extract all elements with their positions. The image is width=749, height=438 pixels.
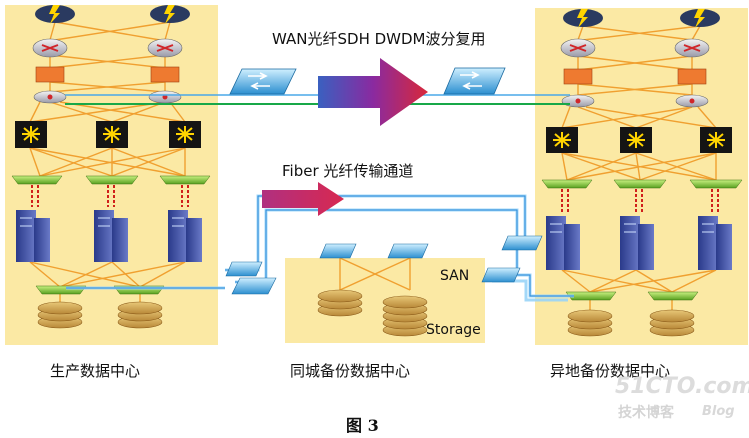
- cloud-icon: [563, 9, 603, 28]
- fiber-switch-icon: [225, 261, 263, 277]
- fiber-label: Fiber 光纤传输通道: [282, 162, 414, 180]
- cloud-icon: [35, 5, 75, 24]
- access-switch-icon: [613, 179, 667, 189]
- local-backup-site-caption: 同城备份数据中心: [290, 362, 411, 380]
- heartbeat-links: [561, 189, 719, 213]
- firewall-icon: [150, 66, 180, 83]
- cloud-icon: [150, 5, 190, 24]
- storage-disk-icon: [567, 309, 613, 337]
- storage-disk-icon: [37, 301, 83, 329]
- san-label: SAN: [440, 268, 470, 284]
- storage-disk-icon: [117, 301, 163, 329]
- core-switch-icon: [620, 127, 652, 153]
- router-icon: [147, 38, 183, 58]
- load-balancer-icon: [148, 90, 182, 104]
- core-switch-icon: [15, 121, 47, 148]
- heartbeat-links: [31, 185, 189, 207]
- wan-links: [65, 94, 570, 105]
- storage-disk-icon: [317, 289, 363, 317]
- watermark-domain: 51CTO.com: [615, 374, 749, 399]
- fiber-transfer-arrow: [262, 182, 344, 216]
- access-switch-icon: [541, 179, 593, 189]
- wan-transfer-arrow: [318, 58, 428, 126]
- wan-switch-icon: [229, 68, 297, 95]
- server-icon: [698, 216, 732, 270]
- router-icon: [560, 38, 596, 58]
- production-site-links: [29, 21, 186, 308]
- storage-disk-icon: [382, 295, 428, 337]
- storage-disk-icon: [649, 309, 695, 337]
- watermark-tagline: 技术博客: [618, 405, 674, 421]
- cloud-icon: [680, 9, 720, 28]
- san-switch-icon: [647, 291, 699, 301]
- core-switch-icon: [169, 121, 201, 148]
- production-site-caption: 生产数据中心: [50, 362, 141, 380]
- figure-caption: 图 3: [346, 416, 379, 435]
- server-icon: [16, 210, 50, 262]
- san-switch-icon: [319, 243, 357, 259]
- core-switch-icon: [700, 127, 732, 153]
- load-balancer-icon: [33, 90, 67, 104]
- storage-label: Storage: [426, 322, 481, 338]
- server-icon: [94, 210, 128, 262]
- router-icon: [32, 38, 68, 58]
- firewall-icon: [35, 66, 65, 83]
- firewall-icon: [563, 68, 593, 85]
- remote-site-caption: 异地备份数据中心: [550, 362, 671, 380]
- fiber-switch-icon: [501, 235, 543, 251]
- firewall-icon: [677, 68, 707, 85]
- fiber-switch-icon: [481, 267, 521, 283]
- wan-switch-icon: [443, 67, 506, 95]
- access-switch-icon: [689, 179, 743, 189]
- core-switch-icon: [96, 121, 128, 148]
- server-icon: [546, 216, 580, 270]
- access-switch-icon: [85, 175, 139, 185]
- router-icon: [674, 38, 710, 58]
- server-icon: [168, 210, 202, 262]
- access-switch-icon: [159, 175, 211, 185]
- wan-label: WAN光纤SDH DWDM波分复用: [272, 30, 486, 48]
- watermark-blog: Blog: [702, 404, 735, 419]
- san-switch-icon: [387, 243, 429, 259]
- load-balancer-icon: [561, 94, 595, 108]
- local-backup-links: [339, 257, 411, 291]
- core-switch-icon: [546, 127, 578, 153]
- access-switch-icon: [11, 175, 63, 185]
- fiber-switch-icon: [231, 277, 277, 295]
- server-icon: [620, 216, 654, 270]
- remote-site-links: [561, 25, 717, 315]
- load-balancer-icon: [675, 94, 709, 108]
